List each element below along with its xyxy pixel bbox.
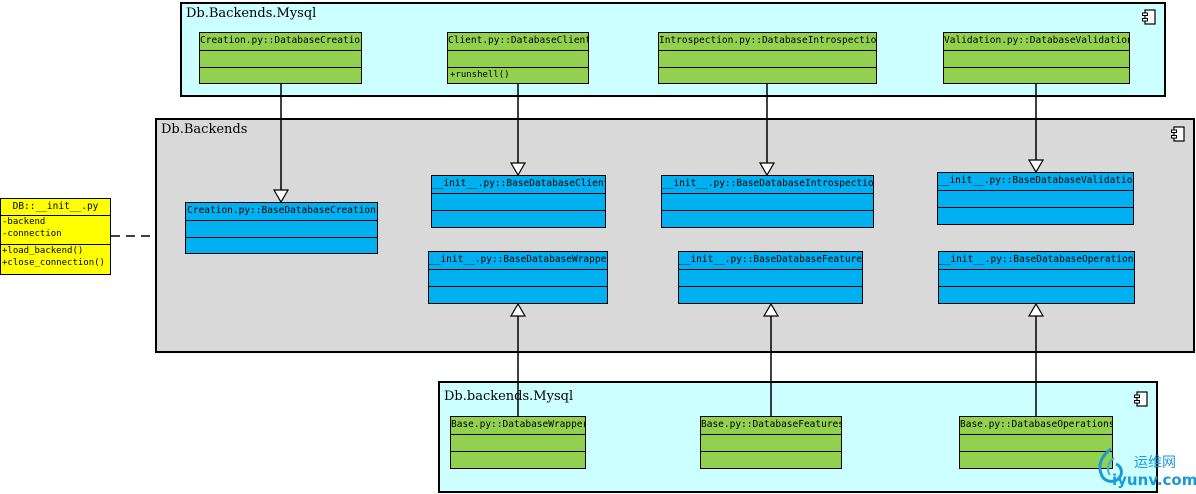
inheritance-arrow-creation: [272, 189, 290, 204]
watermark-text-cn: 运维网: [1134, 455, 1176, 471]
class-attributes: [944, 51, 1129, 68]
class-attributes: [432, 194, 605, 211]
class-database-wrapper[interactable]: Base.py::DatabaseWrapper: [450, 416, 586, 469]
component-icon: [1142, 9, 1156, 25]
class-database-introspection[interactable]: Introspection.py::DatabaseIntrospection: [658, 32, 877, 84]
class-name: DB::__init__.py: [1, 199, 110, 216]
class-base-database-introspection[interactable]: __init__.py::BaseDatabaseIntrospection: [661, 175, 874, 228]
class-attributes: [960, 435, 1112, 452]
class-base-database-validation[interactable]: __init__.py::BaseDatabaseValidation: [937, 172, 1134, 225]
class-attributes: -backend -connection: [1, 216, 110, 245]
class-attributes: [451, 435, 585, 452]
class-name: Base.py::DatabaseOperations: [960, 417, 1112, 435]
class-attributes: [186, 221, 377, 238]
class-method-runshell: +runshell(): [450, 70, 510, 80]
class-base-database-operations[interactable]: __init__.py::BaseDatabaseOperations: [938, 251, 1135, 304]
class-name: __init__.py::BaseDatabaseOperations: [939, 252, 1134, 270]
attribute-backend: -backend: [2, 217, 46, 227]
class-attributes: [200, 51, 361, 68]
class-database-features[interactable]: Base.py::DatabaseFeatures: [700, 416, 842, 469]
class-name: Base.py::DatabaseFeatures: [701, 417, 841, 435]
class-name: Base.py::DatabaseWrapper: [451, 417, 585, 435]
watermark-text-domain: iyunv.com: [1112, 471, 1196, 489]
watermark-logo-icon: [1098, 447, 1123, 483]
inheritance-arrow-introspection: [758, 162, 776, 177]
class-attributes: [938, 191, 1133, 208]
class-base-database-client[interactable]: __init__.py::BaseDatabaseClient: [431, 175, 606, 228]
method-close-connection: +close_connection(): [2, 258, 105, 268]
inheritance-arrow-wrapper: [509, 302, 527, 317]
class-methods: +load_backend() +close_connection(): [1, 245, 110, 273]
inheritance-arrow-client: [509, 162, 527, 177]
package-title: Db.Backends.Mysql: [186, 6, 317, 21]
method-load-backend: +load_backend(): [2, 246, 84, 256]
inheritance-arrow-validation: [1027, 159, 1045, 174]
class-name: Creation.py::BaseDatabaseCreation: [186, 203, 377, 221]
class-name: Validation.py::DatabaseValidation: [944, 33, 1129, 51]
inheritance-arrow-features: [762, 302, 780, 317]
class-base-database-features[interactable]: __init__.py::BaseDatabaseFeatures: [678, 251, 863, 304]
class-attributes: [659, 51, 876, 68]
class-name: Creation.py::DatabaseCreation: [200, 33, 361, 51]
class-name: Client.py::DatabaseClient: [448, 33, 588, 51]
component-icon: [1171, 126, 1185, 142]
class-base-database-wrapper[interactable]: __init__.py::BaseDatabaseWrapper: [428, 251, 608, 304]
class-name: __init__.py::BaseDatabaseFeatures: [679, 252, 862, 270]
class-name: __init__.py::BaseDatabaseIntrospection: [662, 176, 873, 194]
class-database-creation[interactable]: Creation.py::DatabaseCreation: [199, 32, 362, 84]
class-name: __init__.py::BaseDatabaseValidation: [938, 173, 1133, 191]
package-title: Db.backends.Mysql: [444, 389, 574, 404]
component-icon: [1134, 391, 1148, 407]
class-name: __init__.py::BaseDatabaseClient: [432, 176, 605, 194]
class-attributes: [448, 51, 588, 68]
inheritance-arrow-operations: [1027, 302, 1045, 317]
class-database-client[interactable]: Client.py::DatabaseClient +runshell(): [447, 32, 589, 84]
class-database-operations[interactable]: Base.py::DatabaseOperations: [959, 416, 1113, 469]
class-attributes: [429, 270, 607, 287]
attribute-connection: -connection: [2, 229, 62, 239]
package-title: Db.Backends: [161, 122, 248, 137]
class-db-init[interactable]: DB::__init__.py -backend -connection +lo…: [0, 198, 111, 275]
class-name: Introspection.py::DatabaseIntrospection: [659, 33, 876, 51]
class-attributes: [939, 270, 1134, 287]
class-database-validation[interactable]: Validation.py::DatabaseValidation: [943, 32, 1130, 84]
class-attributes: [679, 270, 862, 287]
class-name: __init__.py::BaseDatabaseWrapper: [429, 252, 607, 270]
class-attributes: [701, 435, 841, 452]
class-base-database-creation[interactable]: Creation.py::BaseDatabaseCreation: [185, 202, 378, 254]
class-attributes: [662, 194, 873, 211]
